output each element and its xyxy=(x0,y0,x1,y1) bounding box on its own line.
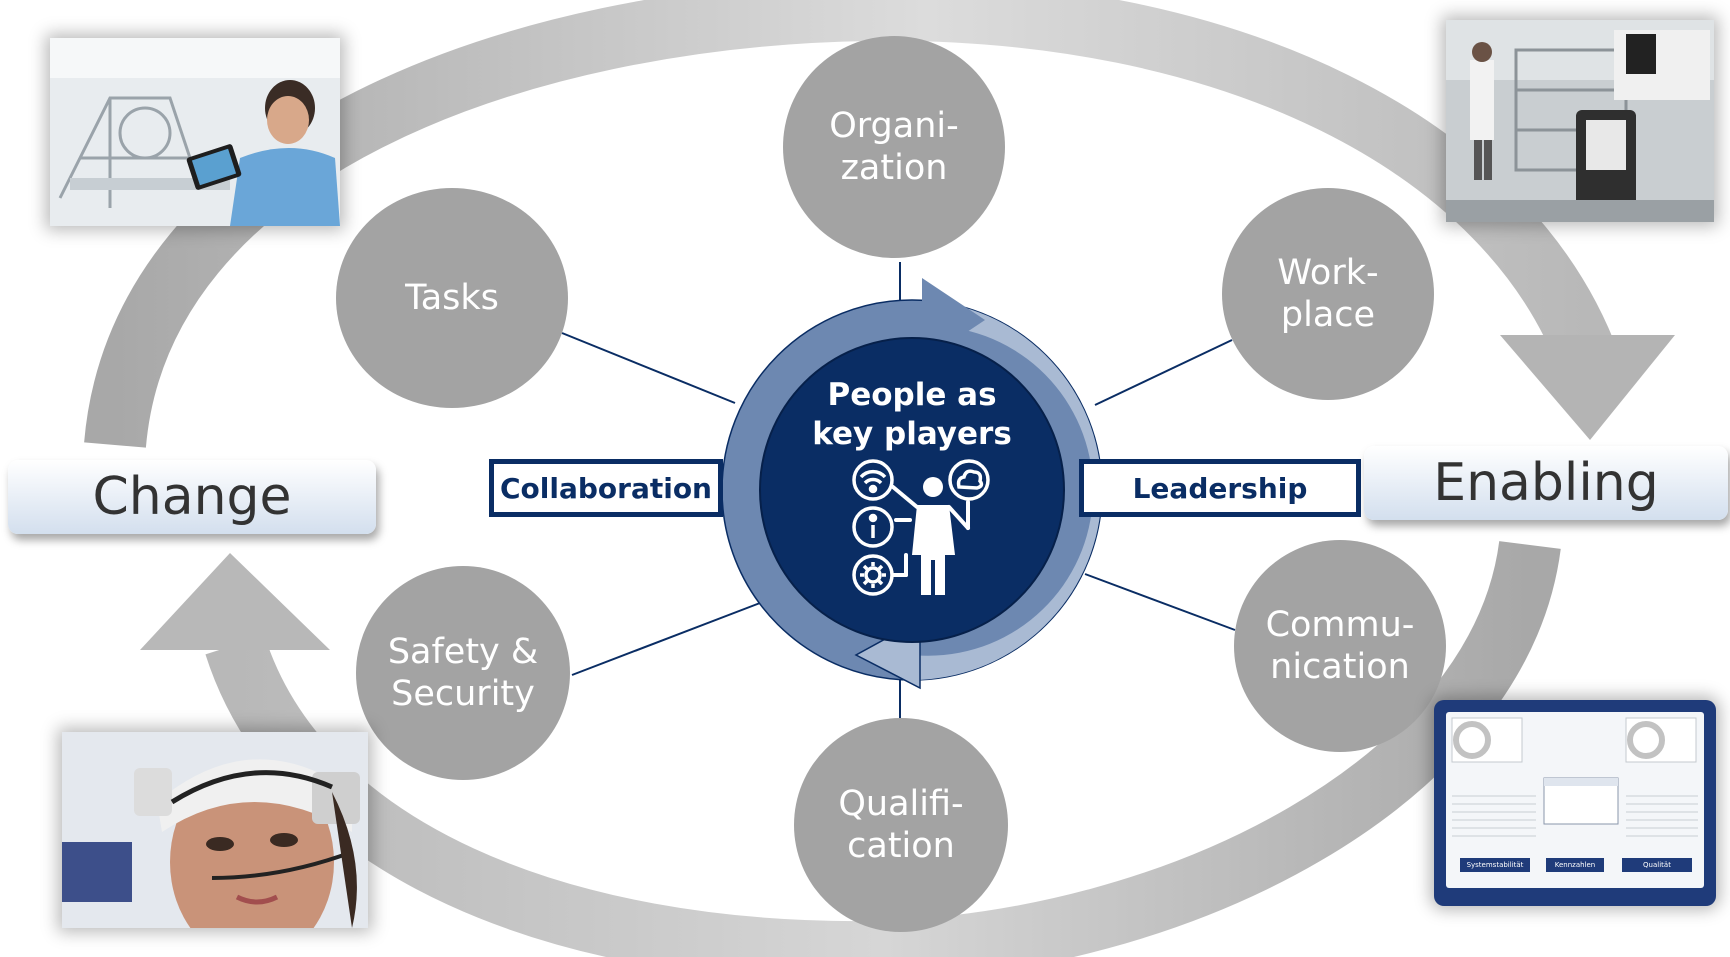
node-organization: Organi- zation xyxy=(783,36,1005,258)
tablet-user-illustration xyxy=(50,38,340,226)
tablet-screen: Systemstabilität Kennzahlen Qualität xyxy=(1446,712,1704,888)
tablet-button-kpis: Kennzahlen xyxy=(1546,858,1604,872)
node-safety-label: Safety & Security xyxy=(387,632,539,714)
node-communication-label: Commu- nication xyxy=(1265,605,1415,687)
info-icon xyxy=(852,506,894,548)
node-workplace-label: Work- place xyxy=(1277,253,1379,335)
collaboration-box: Collaboration xyxy=(489,459,723,517)
node-safety: Safety & Security xyxy=(356,566,570,780)
node-qualification-label: Qualifi- cation xyxy=(838,784,964,866)
top-arrowhead xyxy=(1500,335,1675,440)
workplace-illustration xyxy=(1446,20,1714,222)
photo-tablet-screen: Systemstabilität Kennzahlen Qualität xyxy=(1434,700,1716,906)
node-tasks: Tasks xyxy=(336,188,568,408)
photo-tablet-user xyxy=(50,38,340,226)
photo-headset-user xyxy=(62,732,368,928)
gear-icon xyxy=(852,554,894,596)
person-icon xyxy=(891,477,970,595)
center-title: People as key players xyxy=(812,377,1012,452)
enabling-pill: Enabling xyxy=(1364,446,1728,520)
tablet-button-quality: Qualität xyxy=(1622,858,1692,872)
spoke-tasks xyxy=(561,332,736,404)
node-organization-label: Organi- zation xyxy=(829,106,959,188)
cloud-icon xyxy=(948,459,990,501)
node-workplace: Work- place xyxy=(1222,188,1434,400)
leadership-box: Leadership xyxy=(1079,459,1361,517)
spoke-workplace xyxy=(1094,339,1233,406)
photo-workplace xyxy=(1446,20,1714,222)
spoke-safety xyxy=(571,602,761,676)
spoke-communication xyxy=(1084,573,1236,631)
node-communication: Commu- nication xyxy=(1234,540,1446,752)
node-tasks-label: Tasks xyxy=(405,278,499,318)
node-qualification: Qualifi- cation xyxy=(794,718,1008,932)
wifi-icon xyxy=(852,459,894,501)
tablet-button-stability: Systemstabilität xyxy=(1460,858,1530,872)
headset-user-illustration xyxy=(62,732,368,928)
change-pill: Change xyxy=(8,460,376,534)
tablet-screen-content xyxy=(1451,717,1698,837)
inner-disk xyxy=(759,337,1065,643)
bottom-arrowhead xyxy=(140,553,330,650)
